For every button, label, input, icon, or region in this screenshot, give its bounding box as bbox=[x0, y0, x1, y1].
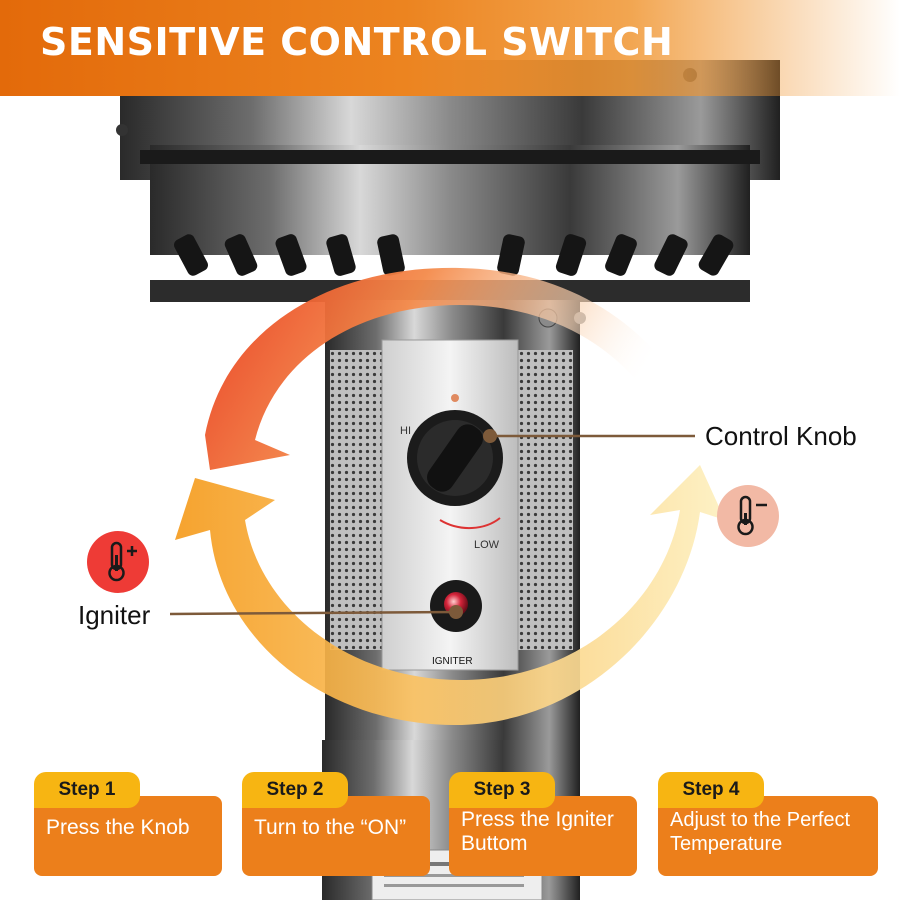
step-label: Step 1 bbox=[34, 772, 140, 808]
step-card-4: Adjust to the Perfect Temperature Step 4 bbox=[658, 772, 878, 878]
title-banner: SENSITIVE CONTROL SWITCH bbox=[0, 0, 900, 96]
step-body: Adjust to the Perfect Temperature bbox=[658, 796, 878, 876]
knob-low-label: LOW bbox=[474, 539, 500, 551]
control-knob-label: Control Knob bbox=[705, 421, 857, 451]
step-text: Adjust to the Perfect Temperature bbox=[670, 809, 851, 855]
step-label: Step 3 bbox=[449, 772, 555, 808]
step-body: Turn to the “ON” bbox=[242, 796, 430, 876]
step-text: Turn to the “ON” bbox=[254, 816, 407, 839]
thermometer-plus-icon bbox=[87, 531, 149, 593]
step-card-1: Press the Knob Step 1 bbox=[34, 772, 224, 878]
step-label: Step 4 bbox=[658, 772, 764, 808]
igniter-panel-label: IGNITER bbox=[432, 656, 473, 667]
step-body: Press the Igniter Buttom bbox=[449, 796, 637, 876]
knob-hi-label: HI bbox=[400, 425, 411, 437]
step-card-3: Press the Igniter Buttom Step 3 bbox=[449, 772, 639, 878]
callout-lines bbox=[169, 429, 695, 619]
rotation-arrows bbox=[175, 267, 725, 725]
igniter-label: Igniter bbox=[78, 600, 151, 630]
step-text: Press the Igniter Buttom bbox=[461, 808, 614, 855]
step-body: Press the Knob bbox=[34, 796, 222, 876]
thermometer-minus-icon bbox=[717, 485, 779, 547]
page-title: SENSITIVE CONTROL SWITCH bbox=[40, 20, 674, 64]
step-text: Press the Knob bbox=[46, 816, 190, 839]
step-card-2: Turn to the “ON” Step 2 bbox=[242, 772, 432, 878]
control-knob-graphic: HI LOW bbox=[400, 394, 503, 551]
step-label: Step 2 bbox=[242, 772, 348, 808]
heater-head bbox=[116, 60, 780, 302]
